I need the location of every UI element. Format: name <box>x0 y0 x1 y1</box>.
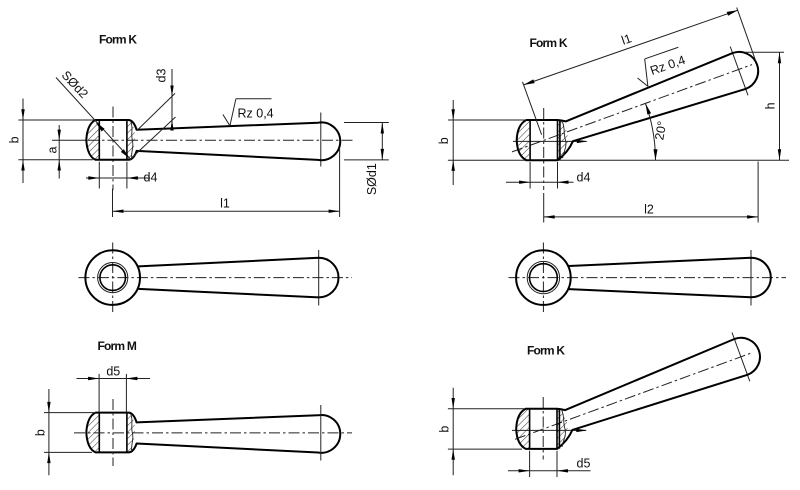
svg-text:20°: 20° <box>652 120 669 141</box>
svg-text:d4: d4 <box>144 171 158 185</box>
svg-text:a: a <box>46 146 60 153</box>
svg-text:l2: l2 <box>644 203 654 217</box>
svg-text:b: b <box>8 136 22 143</box>
svg-text:d4: d4 <box>577 171 591 185</box>
svg-text:d5: d5 <box>577 456 591 470</box>
svg-text:Rz 0,4: Rz 0,4 <box>238 107 274 121</box>
svg-text:d3: d3 <box>155 69 169 83</box>
svg-text:d5: d5 <box>106 365 120 379</box>
svg-text:h: h <box>764 102 778 109</box>
svg-text:SØd1: SØd1 <box>365 163 379 195</box>
svg-text:l1: l1 <box>620 31 634 47</box>
svg-text:b: b <box>437 137 451 144</box>
svg-text:b: b <box>33 429 47 436</box>
svg-text:l1: l1 <box>220 197 230 211</box>
svg-text:Form K: Form K <box>99 32 137 46</box>
svg-text:Form K: Form K <box>527 343 565 357</box>
svg-text:Form M: Form M <box>98 339 137 353</box>
svg-text:b: b <box>437 426 451 433</box>
svg-text:Form K: Form K <box>530 36 568 50</box>
